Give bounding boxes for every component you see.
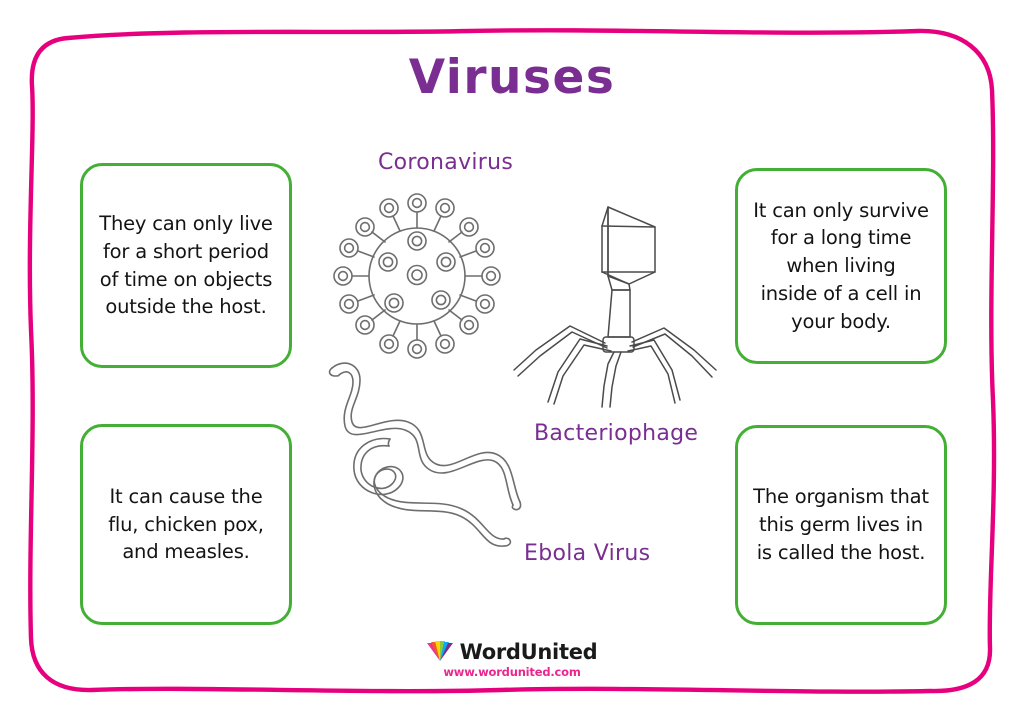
fact-box-bottom-left: It can cause the flu, chicken pox, and m…	[80, 424, 292, 625]
page-title: Viruses	[408, 50, 616, 105]
fact-box-text: It can cause the flu, chicken pox, and m…	[108, 484, 264, 564]
fact-box-text: The organism that this germ lives in is …	[753, 485, 929, 564]
label-bacteriophage: Bacteriophage	[534, 421, 699, 446]
coronavirus-icon	[333, 193, 501, 359]
label-ebola-virus: Ebola Virus	[524, 541, 651, 566]
fact-box-text: They can only live for a short period of…	[99, 212, 273, 319]
ebola-virus-icon	[328, 362, 522, 547]
brand-name: WordUnited	[459, 640, 598, 664]
fact-box-top-left: They can only live for a short period of…	[80, 163, 292, 368]
footer: WordUnited www.wordunited.com	[0, 640, 1024, 679]
label-coronavirus: Coronavirus	[378, 150, 514, 175]
bacteriophage-icon	[513, 206, 717, 408]
brand-row: WordUnited	[426, 640, 598, 664]
wordunited-fan-logo-icon	[426, 641, 453, 661]
fact-box-top-right: It can only survive for a long time when…	[735, 168, 947, 364]
fact-box-bottom-right: The organism that this germ lives in is …	[735, 425, 947, 625]
fact-box-text: It can only survive for a long time when…	[753, 198, 929, 333]
brand-url: www.wordunited.com	[443, 665, 581, 679]
